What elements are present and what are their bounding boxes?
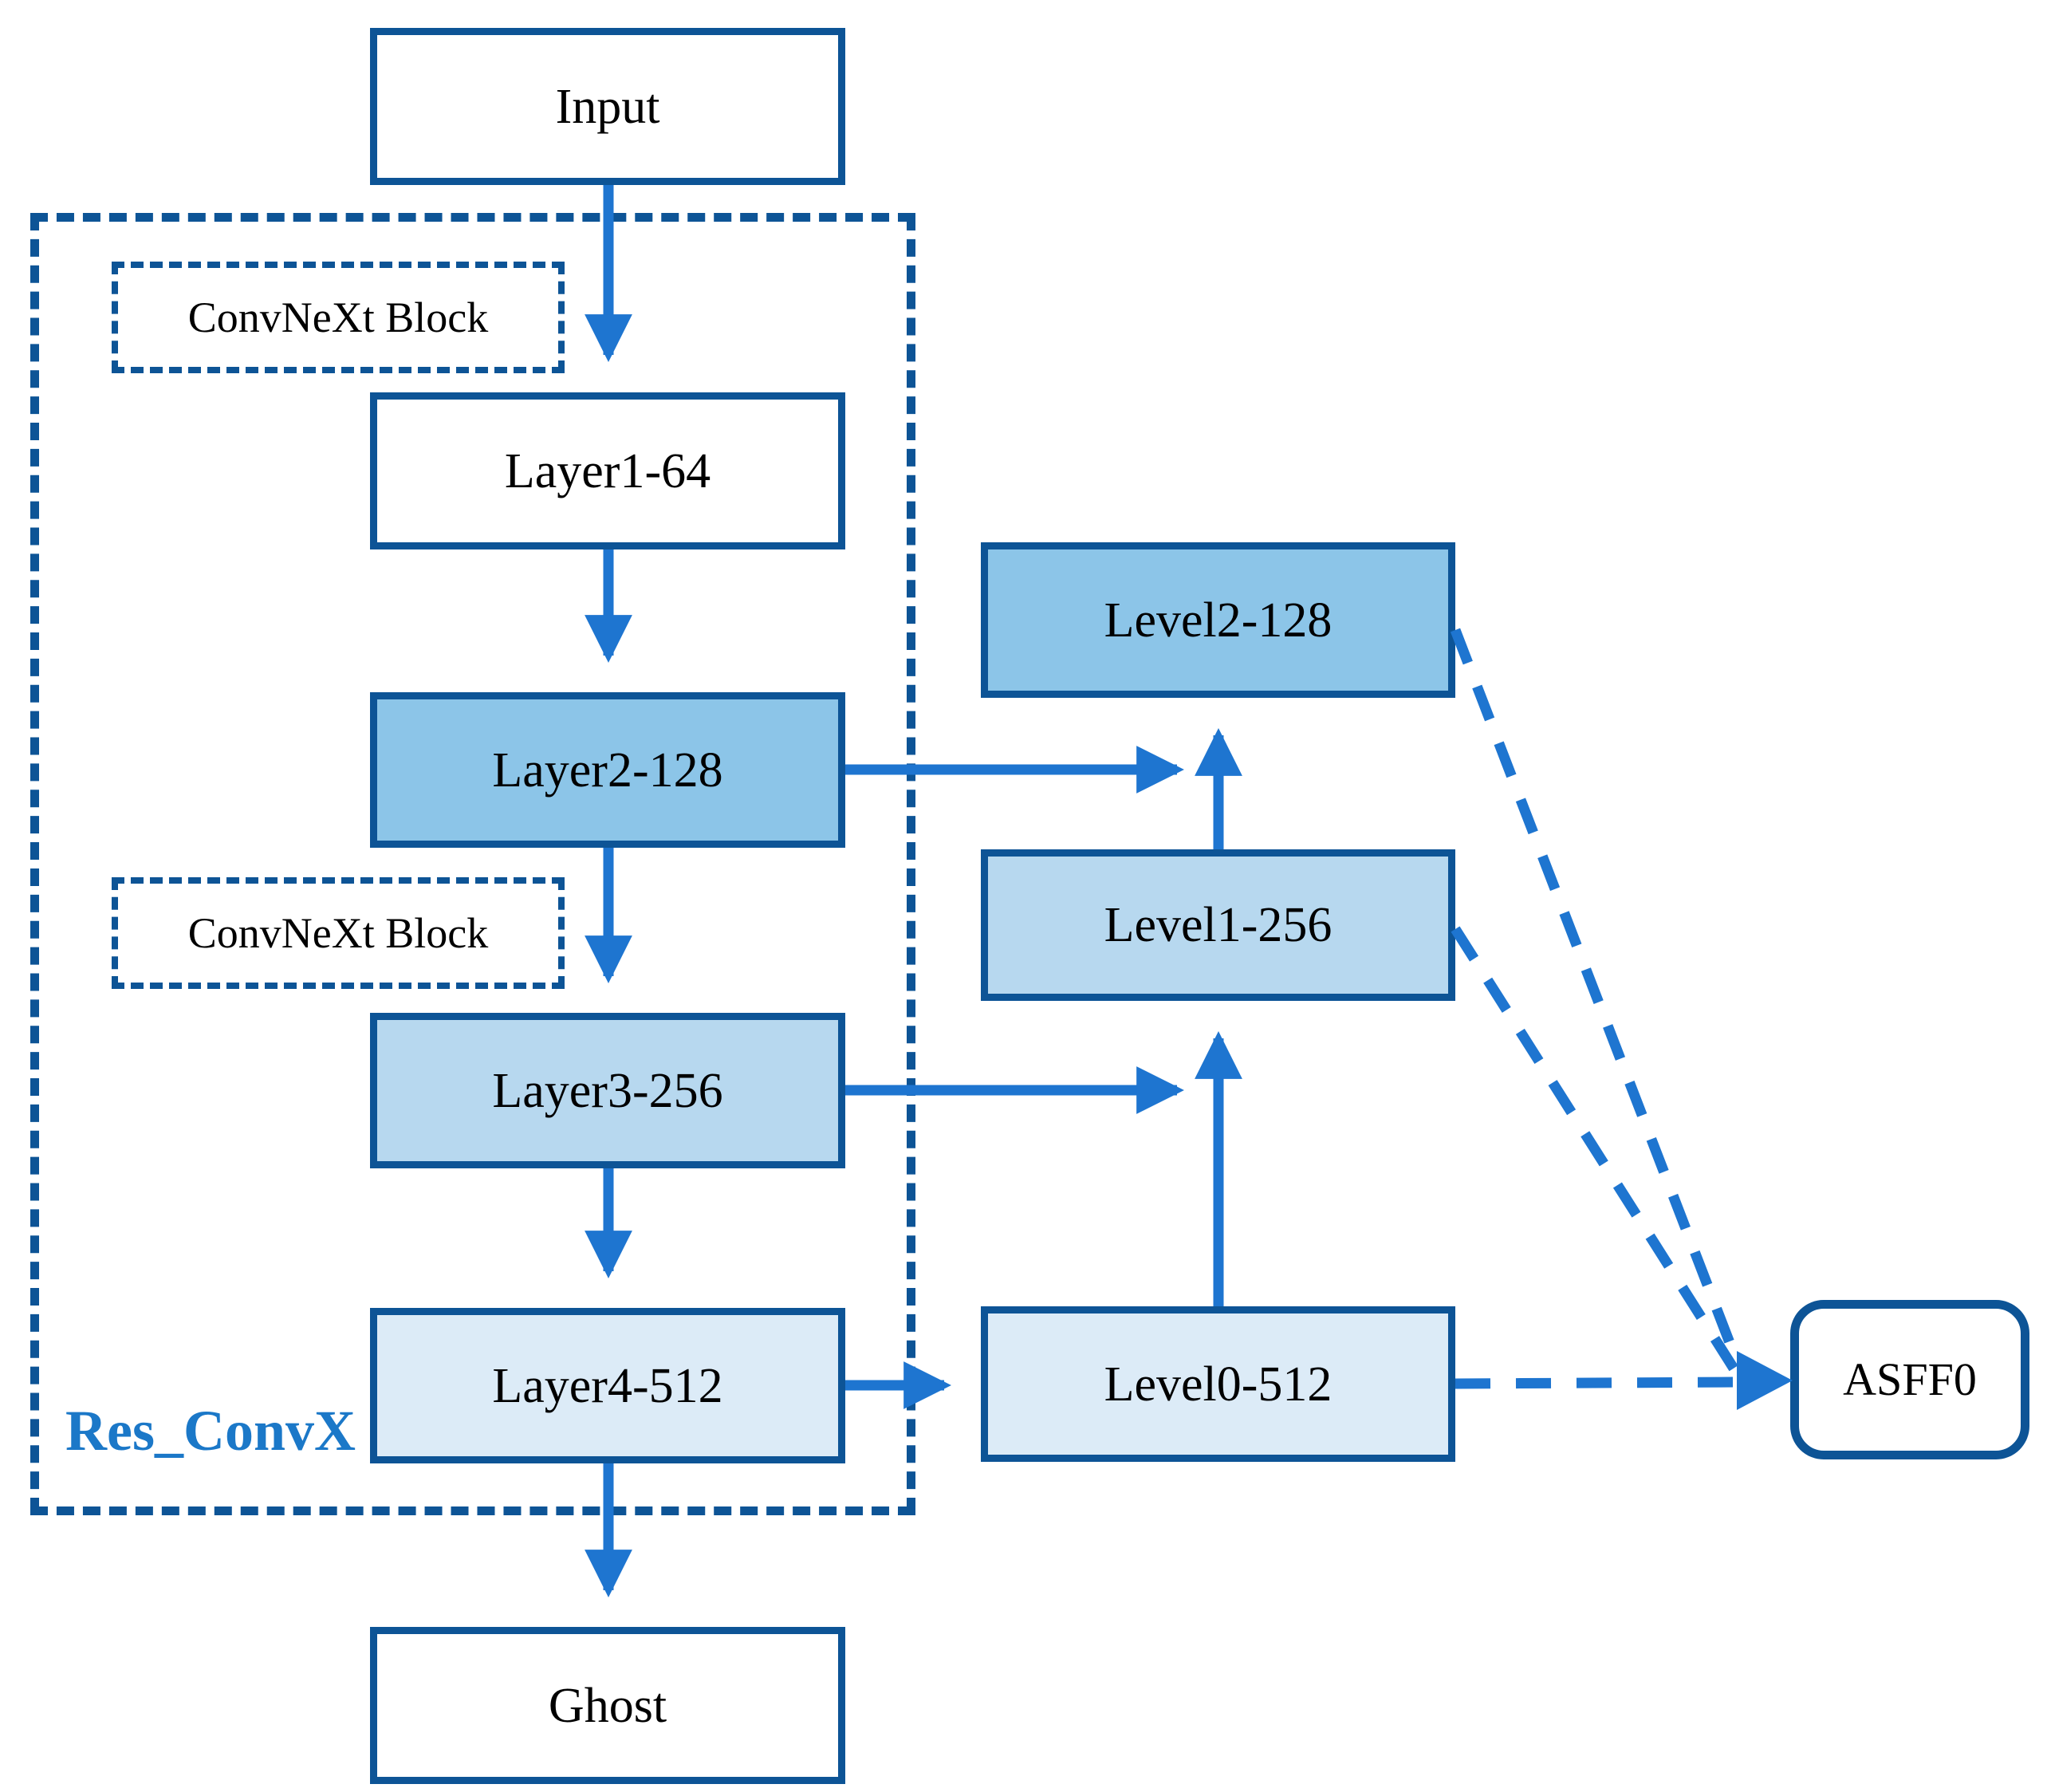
convnext-block-top: ConvNeXt Block: [112, 262, 565, 373]
layer4-node: Layer4-512: [370, 1308, 845, 1463]
input-node: Input: [370, 28, 845, 185]
layer2-label: Layer2-128: [492, 742, 723, 798]
ghost-node: Ghost: [370, 1627, 845, 1784]
convnext-block-mid: ConvNeXt Block: [112, 877, 565, 989]
dashed-arrow-level1-to-asff0: [1451, 926, 1742, 1376]
level0-label: Level0-512: [1104, 1357, 1333, 1412]
layer3-label: Layer3-256: [492, 1063, 723, 1118]
layer3-node: Layer3-256: [370, 1013, 845, 1168]
level1-label: Level1-256: [1104, 898, 1333, 952]
dashed-arrow-level2-to-asff0: [1450, 628, 1744, 1368]
convnext-block-top-label: ConvNeXt Block: [187, 293, 489, 341]
level2-label: Level2-128: [1104, 593, 1333, 648]
level1-node: Level1-256: [981, 849, 1455, 1001]
level0-node: Level0-512: [981, 1306, 1455, 1462]
asff0-label: ASFF0: [1843, 1353, 1977, 1405]
input-label: Input: [555, 79, 660, 134]
ghost-label: Ghost: [548, 1678, 667, 1733]
layer1-node: Layer1-64: [370, 392, 845, 549]
dashed-arrow-level0-to-asff0: [1455, 1376, 1736, 1389]
res-convx-label: Res_ConvX: [65, 1399, 356, 1463]
layer4-label: Layer4-512: [492, 1358, 723, 1413]
level2-node: Level2-128: [981, 542, 1455, 698]
asff0-node: ASFF0: [1790, 1300, 2029, 1459]
layer2-node: Layer2-128: [370, 692, 845, 848]
convnext-block-mid-label: ConvNeXt Block: [187, 909, 489, 957]
res-convx-dashed-container: [30, 213, 915, 1515]
layer1-label: Layer1-64: [504, 443, 711, 498]
asff0-arrowhead: [1737, 1351, 1793, 1410]
